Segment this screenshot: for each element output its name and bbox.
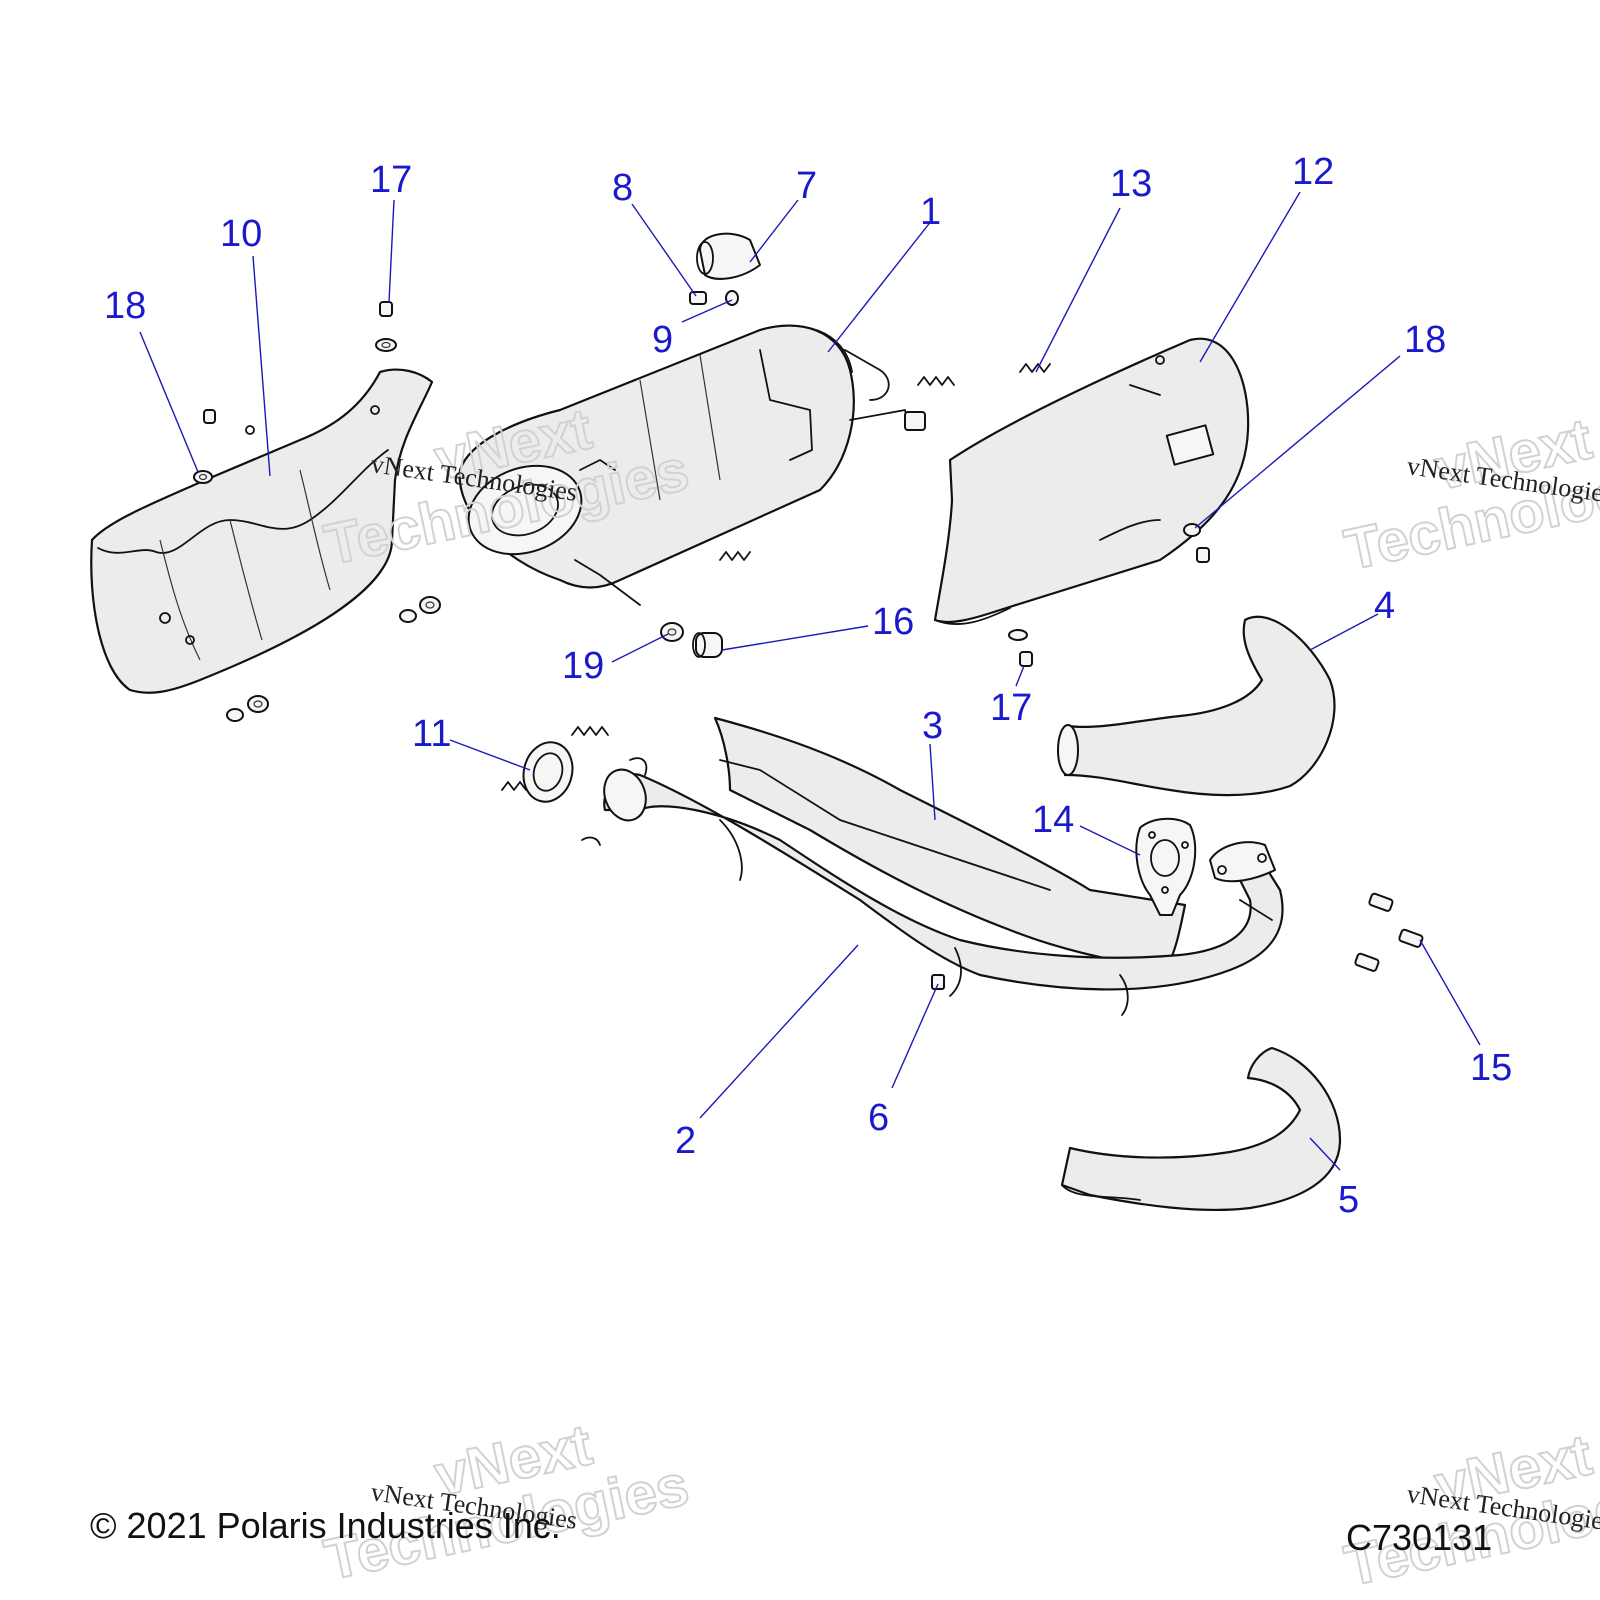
part-9-washer [725, 290, 739, 306]
leader-lines [139, 191, 1481, 1171]
leader-11 [449, 739, 531, 771]
copyright-text: © 2021 Polaris Industries Inc. [90, 1505, 561, 1546]
leader-1 [827, 219, 933, 353]
part-6-clamp [931, 974, 945, 990]
part-4-head-pipe-shield-upper [1057, 615, 1336, 797]
part-18-washer-right [1183, 523, 1210, 563]
leader-13 [1035, 207, 1121, 373]
part-1-muffler [458, 324, 926, 606]
part-19-washer [660, 622, 684, 642]
callout-11: 11 [412, 713, 451, 755]
part-11-gasket [522, 741, 574, 803]
leader-17a [388, 199, 395, 303]
callout-13: 13 [1110, 163, 1152, 205]
callout-14: 14 [1032, 799, 1074, 841]
leader-4 [1309, 613, 1379, 651]
diagram-code: C730131 [1346, 1517, 1492, 1558]
callout-17-top: 17 [370, 159, 412, 201]
callout-3: 3 [922, 705, 943, 747]
part-17-bolt-top [375, 301, 397, 352]
callout-17-lower: 17 [990, 687, 1032, 729]
leader-6 [891, 983, 939, 1089]
callout-8: 8 [612, 167, 633, 209]
callout-19: 19 [562, 645, 604, 687]
leader-3 [929, 743, 936, 821]
part-18-washer-left [193, 409, 216, 484]
leader-18a [139, 331, 199, 473]
leader-19 [611, 633, 669, 663]
callout-9: 9 [652, 319, 673, 361]
part-10-left-heat-shield [90, 368, 434, 694]
part-8-bolt [689, 291, 707, 305]
part-13-spring [1019, 363, 1051, 373]
leader-8 [631, 203, 697, 297]
callout-numbers: 1 2 3 4 5 6 7 8 9 10 11 12 13 14 15 16 1… [104, 151, 1512, 1221]
leader-10 [252, 255, 271, 477]
leader-2 [699, 944, 859, 1119]
part-5-head-pipe-shield-lower [1060, 1046, 1342, 1212]
callout-7: 7 [796, 165, 817, 207]
leader-17b [1015, 665, 1025, 687]
leader-7 [749, 199, 799, 263]
callout-15: 15 [1470, 1047, 1512, 1089]
part-14-flange-gasket [1135, 817, 1197, 916]
leader-14 [1079, 825, 1141, 856]
callout-5: 5 [1338, 1179, 1359, 1221]
callout-18-left: 18 [104, 285, 146, 327]
callout-1: 1 [920, 191, 941, 233]
callout-12: 12 [1292, 151, 1334, 193]
leader-15 [1419, 939, 1481, 1046]
callout-2: 2 [675, 1120, 696, 1162]
leader-5 [1309, 1137, 1341, 1171]
leader-18b [1194, 355, 1401, 529]
callout-18-right: 18 [1404, 319, 1446, 361]
leader-9 [681, 299, 733, 323]
callout-16: 16 [872, 601, 914, 643]
leader-16 [721, 625, 869, 651]
leader-12 [1199, 191, 1301, 363]
part-7-spark-arrestor-tip [696, 232, 761, 280]
fastener-washers-left [226, 596, 441, 722]
part-15-bolts [1354, 892, 1424, 972]
part-17-bolt-lower [1008, 629, 1033, 667]
callout-10: 10 [220, 213, 262, 255]
callout-4: 4 [1374, 585, 1395, 627]
part-16-grommet [692, 632, 723, 658]
part-2-head-pipe [581, 757, 1284, 1016]
footer: © 2021 Polaris Industries Inc. C730131 [90, 1505, 1492, 1558]
callout-6: 6 [868, 1097, 889, 1139]
part-12-right-heat-shield [933, 337, 1250, 625]
